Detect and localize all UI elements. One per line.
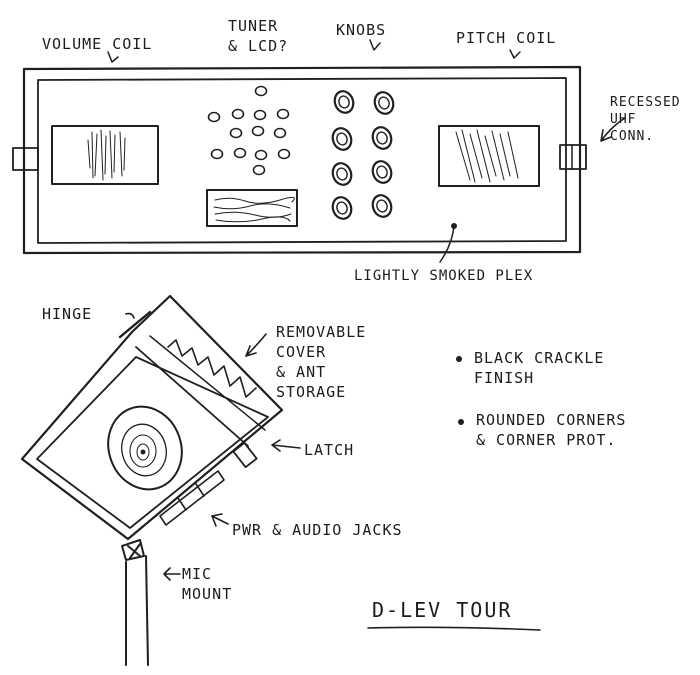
label-hinge: HINGE [42, 305, 93, 323]
power-audio-jacks [159, 470, 225, 526]
uhf-pointer-arrow [600, 117, 626, 142]
tuner-led [233, 147, 247, 159]
speaker [107, 405, 183, 491]
label-pitch-coil: PITCH COIL [456, 29, 557, 47]
latch [232, 441, 258, 469]
antenna-storage-steps [167, 339, 257, 398]
label-tuner-lcd: TUNER & LCD? [228, 17, 289, 55]
side-view-pointers [163, 333, 301, 581]
note-black-crackle: BLACK CRACKLE FINISH [474, 349, 605, 387]
volume-coil [51, 125, 159, 185]
knob [371, 160, 393, 184]
tuner-led [254, 149, 268, 161]
tuner-led [253, 109, 267, 121]
knob [333, 90, 355, 114]
tuner-led [210, 148, 224, 160]
pitch-coil [438, 125, 540, 187]
label-uhf-connector: RECESSED UHF CONN. [610, 95, 681, 144]
tuner-led [276, 108, 290, 120]
side-connector-left [12, 147, 39, 171]
enclosure-side-view [20, 294, 284, 541]
knob [331, 162, 353, 186]
label-volume-coil: VOLUME COIL [42, 35, 153, 53]
label-mic-mount: MIC MOUNT [182, 565, 233, 603]
knob [331, 196, 353, 220]
note-rounded-corners: ROUNDED CORNERS & CORNER PROT. [476, 411, 627, 449]
label-removable-cover: REMOVABLE COVER & ANT STORAGE [276, 323, 367, 401]
label-smoked-plex: LIGHTLY SMOKED PLEX [354, 268, 534, 284]
knob [371, 126, 393, 150]
mic-mount-and-stand [121, 539, 149, 666]
note-bullet-1 [456, 356, 462, 362]
hinge [118, 310, 152, 339]
knob [371, 194, 393, 218]
sketch-title: D-LEV TOUR [372, 598, 513, 622]
tuner-led [231, 108, 245, 120]
knob [373, 91, 395, 115]
uhf-connector-right [559, 144, 587, 170]
tuner-led-array [207, 85, 291, 176]
label-knobs: KNOBS [336, 21, 387, 39]
title-underline [367, 626, 541, 631]
plex-pointer [439, 223, 457, 263]
tuner-led [252, 164, 266, 176]
top-label-pointers [107, 39, 521, 63]
instrument-top-view [22, 65, 582, 255]
knob [331, 127, 353, 151]
knob-array [331, 90, 395, 220]
tuner-led [251, 125, 265, 137]
lcd-display [206, 189, 298, 227]
tuner-led [273, 127, 287, 139]
note-bullet-2 [458, 419, 464, 425]
tuner-led [254, 85, 268, 97]
label-latch: LATCH [304, 441, 355, 459]
tuner-led [229, 127, 243, 139]
tuner-led [207, 111, 221, 123]
tuner-led [277, 148, 291, 160]
label-jacks: PWR & AUDIO JACKS [232, 521, 403, 539]
